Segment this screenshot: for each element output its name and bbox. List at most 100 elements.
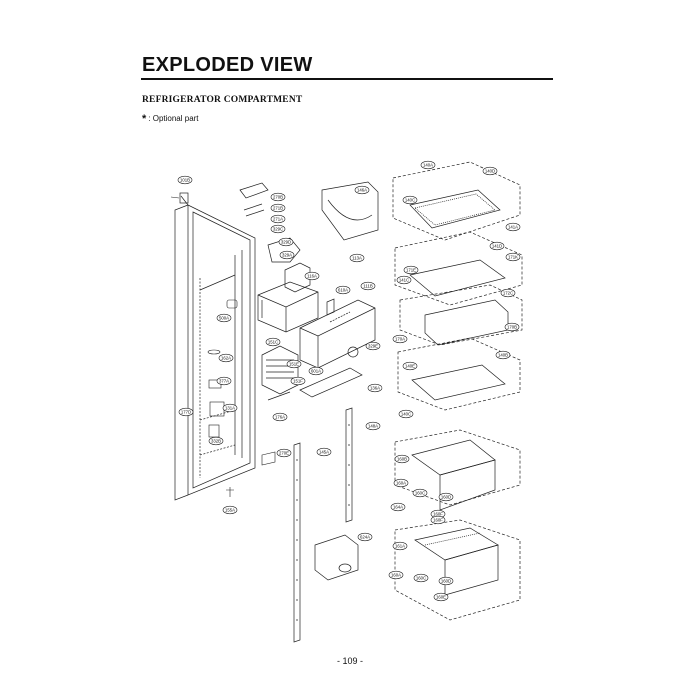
callout-160f2: 160F [430, 515, 446, 525]
callout-131a: 131A [222, 403, 238, 413]
callout-label: 270E [279, 451, 289, 456]
callout-bubble [178, 407, 194, 417]
callout-171k: 171K [505, 252, 521, 262]
callout-bubble [354, 185, 370, 195]
callout-bubble [216, 376, 232, 386]
callout-bubble [396, 275, 412, 285]
callout-label: 140D [485, 169, 495, 174]
callout-bubble [438, 492, 454, 502]
callout-162a: 162A [218, 353, 234, 363]
callout-111b: 111B [360, 281, 376, 291]
callout-bubble [290, 376, 306, 386]
callout-label: 160F [433, 512, 443, 517]
optional-note-text: : Optional part [148, 114, 199, 123]
callout-label: 270B [273, 195, 283, 200]
callout-bubble [208, 436, 224, 446]
callout-bubble [308, 366, 324, 376]
callout-label: 160A [396, 481, 406, 486]
callout-bubble [316, 447, 332, 457]
callout-bubble [402, 361, 418, 371]
callout-bubble [402, 195, 418, 205]
dispenser-panel [261, 181, 379, 401]
callout-bubble [279, 250, 295, 260]
part-callouts: 101B270B271B271A329C329D329A146A113A116A… [177, 160, 521, 602]
callout-label: 601A [311, 369, 321, 374]
callout-624a: 624A [357, 532, 373, 542]
callout-160c: 160C [412, 488, 428, 498]
callout-bubble [270, 203, 286, 213]
callout-bubble [505, 222, 521, 232]
callout-label: 377A [219, 379, 229, 384]
callout-label: 140B [498, 353, 508, 358]
callout-160a2: 160A [388, 570, 404, 580]
callout-140d: 140D [482, 166, 498, 176]
callout-271b: 271B [270, 203, 286, 213]
callout-377a: 377A [216, 376, 232, 386]
callout-270b: 270B [270, 192, 286, 202]
callout-label: 140C [401, 412, 411, 417]
callout-160a: 160A [393, 478, 409, 488]
callout-bubble [265, 337, 281, 347]
callout-bubble [438, 576, 454, 586]
callout-170b: 170B [504, 322, 520, 332]
callout-label: 141C [399, 278, 409, 283]
callout-label: 160D [441, 495, 451, 500]
callout-label: 172C [503, 291, 513, 296]
callout-label: 332B [211, 439, 221, 444]
callout-bubble [222, 505, 238, 515]
callout-164a: 164A [390, 502, 406, 512]
callout-label: 171K [508, 255, 518, 260]
callout-101b: 101B [177, 175, 193, 185]
callout-bubble [482, 166, 498, 176]
callout-bubble [390, 502, 406, 512]
callout-label: 116A [307, 274, 317, 279]
callout-label: 160C [415, 491, 425, 496]
optional-symbol: * [142, 113, 147, 125]
callout-141d: 141D [489, 241, 505, 251]
callout-label: 113A [352, 256, 362, 261]
callout-bubble [216, 313, 232, 323]
callout-141a: 141A [505, 222, 521, 232]
callout-label: 329A [282, 253, 292, 258]
callout-bubble [367, 383, 383, 393]
callout-329e: 329E [365, 341, 381, 351]
shelf-rails [293, 407, 359, 643]
callout-161a: 161A [392, 541, 408, 551]
callout-label: 131A [225, 406, 235, 411]
callout-146a: 146A [354, 185, 370, 195]
callout-label: 329E [368, 344, 378, 349]
callout-151e: 151E [286, 359, 302, 369]
callout-label: 140E [405, 364, 415, 369]
callout-label: 176A [275, 415, 285, 420]
callout-label: 111B [363, 284, 373, 289]
callout-bubble [393, 478, 409, 488]
callout-label: 610A [338, 288, 348, 293]
callout-329a: 329A [279, 250, 295, 260]
callout-148a: 148A [365, 421, 381, 431]
callout-bubble [270, 224, 286, 234]
callout-bubble [270, 192, 286, 202]
callout-160d: 160D [438, 492, 454, 502]
callout-171e: 171E [403, 265, 419, 275]
callout-bubble [433, 592, 449, 602]
callout-116a: 116A [304, 271, 320, 281]
callout-label: 624A [360, 535, 370, 540]
callout-160f: 160F [430, 509, 446, 519]
callout-140c: 140C [402, 195, 418, 205]
callout-label: 140C [405, 198, 415, 203]
cabinet-small-parts [170, 196, 276, 497]
callout-bubble [276, 448, 292, 458]
refrigerator-cabinet [174, 192, 256, 501]
callout-label: 160B [397, 457, 407, 462]
callout-332b: 332B [208, 436, 224, 446]
callout-label: 146A [357, 188, 367, 193]
callout-113a: 113A [349, 253, 365, 263]
callout-label: 164A [393, 505, 403, 510]
callout-label: 141D [492, 244, 502, 249]
callout-label: 177D [181, 410, 191, 415]
callout-label: 160D [441, 579, 451, 584]
callout-bubble [360, 281, 376, 291]
callout-bubble [420, 160, 436, 170]
callout-bubble [495, 350, 511, 360]
callout-160c2: 160C [413, 573, 429, 583]
